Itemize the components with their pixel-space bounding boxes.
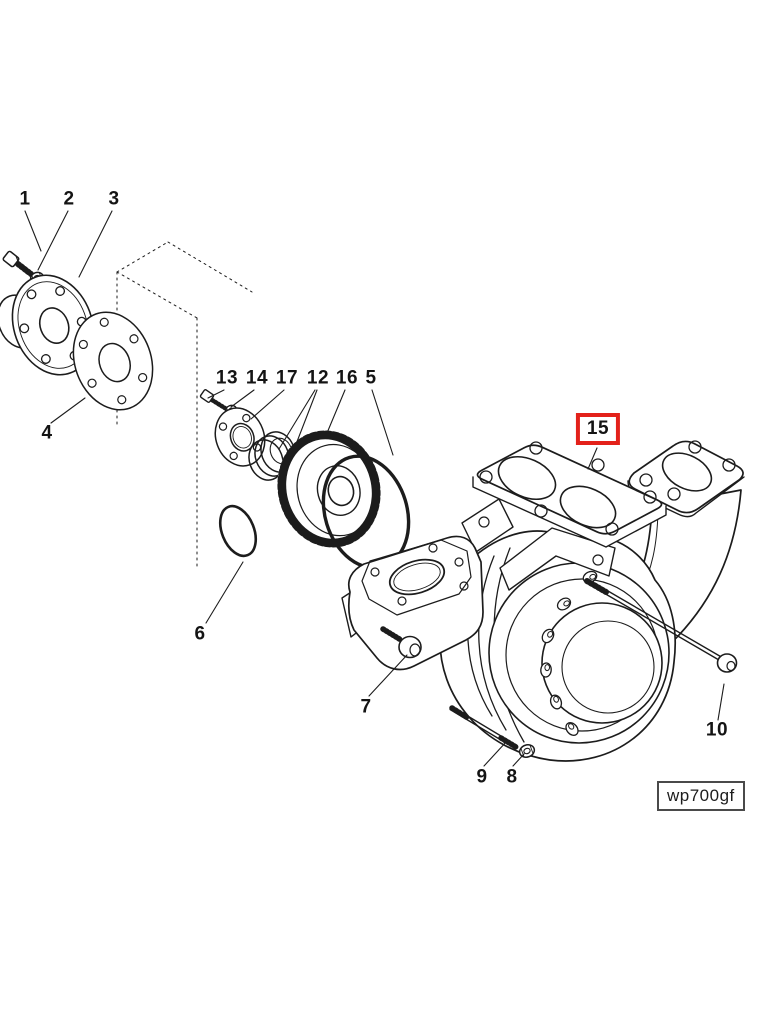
callout-9[interactable]: 9	[476, 766, 488, 788]
callout-1[interactable]: 1	[19, 188, 31, 210]
part-gasket-4	[72, 311, 154, 411]
callout-8[interactable]: 8	[506, 766, 518, 788]
callout-5[interactable]: 5	[365, 367, 377, 389]
callout-7[interactable]: 7	[360, 696, 372, 718]
part-stud-10	[584, 578, 738, 673]
callout-6[interactable]: 6	[194, 623, 206, 645]
part-bolt-13	[199, 389, 231, 413]
callout-3[interactable]: 3	[108, 188, 120, 210]
callout-14[interactable]: 14	[245, 367, 269, 389]
part-flange-cover-3	[0, 274, 95, 376]
callout-4[interactable]: 4	[41, 422, 53, 444]
end-cover	[488, 562, 670, 744]
turbocharger-assembly	[341, 440, 745, 762]
part-stud-9	[449, 705, 519, 750]
part-bolt-1	[2, 250, 34, 277]
part-gear-16	[277, 430, 381, 548]
figure-code-box: wp700gf	[657, 781, 745, 811]
callout-12[interactable]: 12	[306, 367, 330, 389]
callout-13[interactable]: 13	[215, 367, 239, 389]
part-housing-7	[341, 535, 484, 671]
part-oring-6	[218, 504, 258, 558]
callout-17[interactable]: 17	[275, 367, 299, 389]
callout-15-selected[interactable]: 15	[575, 413, 621, 445]
callout-2[interactable]: 2	[63, 188, 75, 210]
part-nut-8	[518, 744, 536, 758]
callout-16[interactable]: 16	[335, 367, 359, 389]
cover-rim-nuts	[540, 570, 598, 736]
mounting-brackets	[461, 498, 616, 591]
leader-lines	[24, 210, 725, 767]
callout-10[interactable]: 10	[705, 719, 729, 741]
part-top-flange-15	[472, 441, 667, 548]
